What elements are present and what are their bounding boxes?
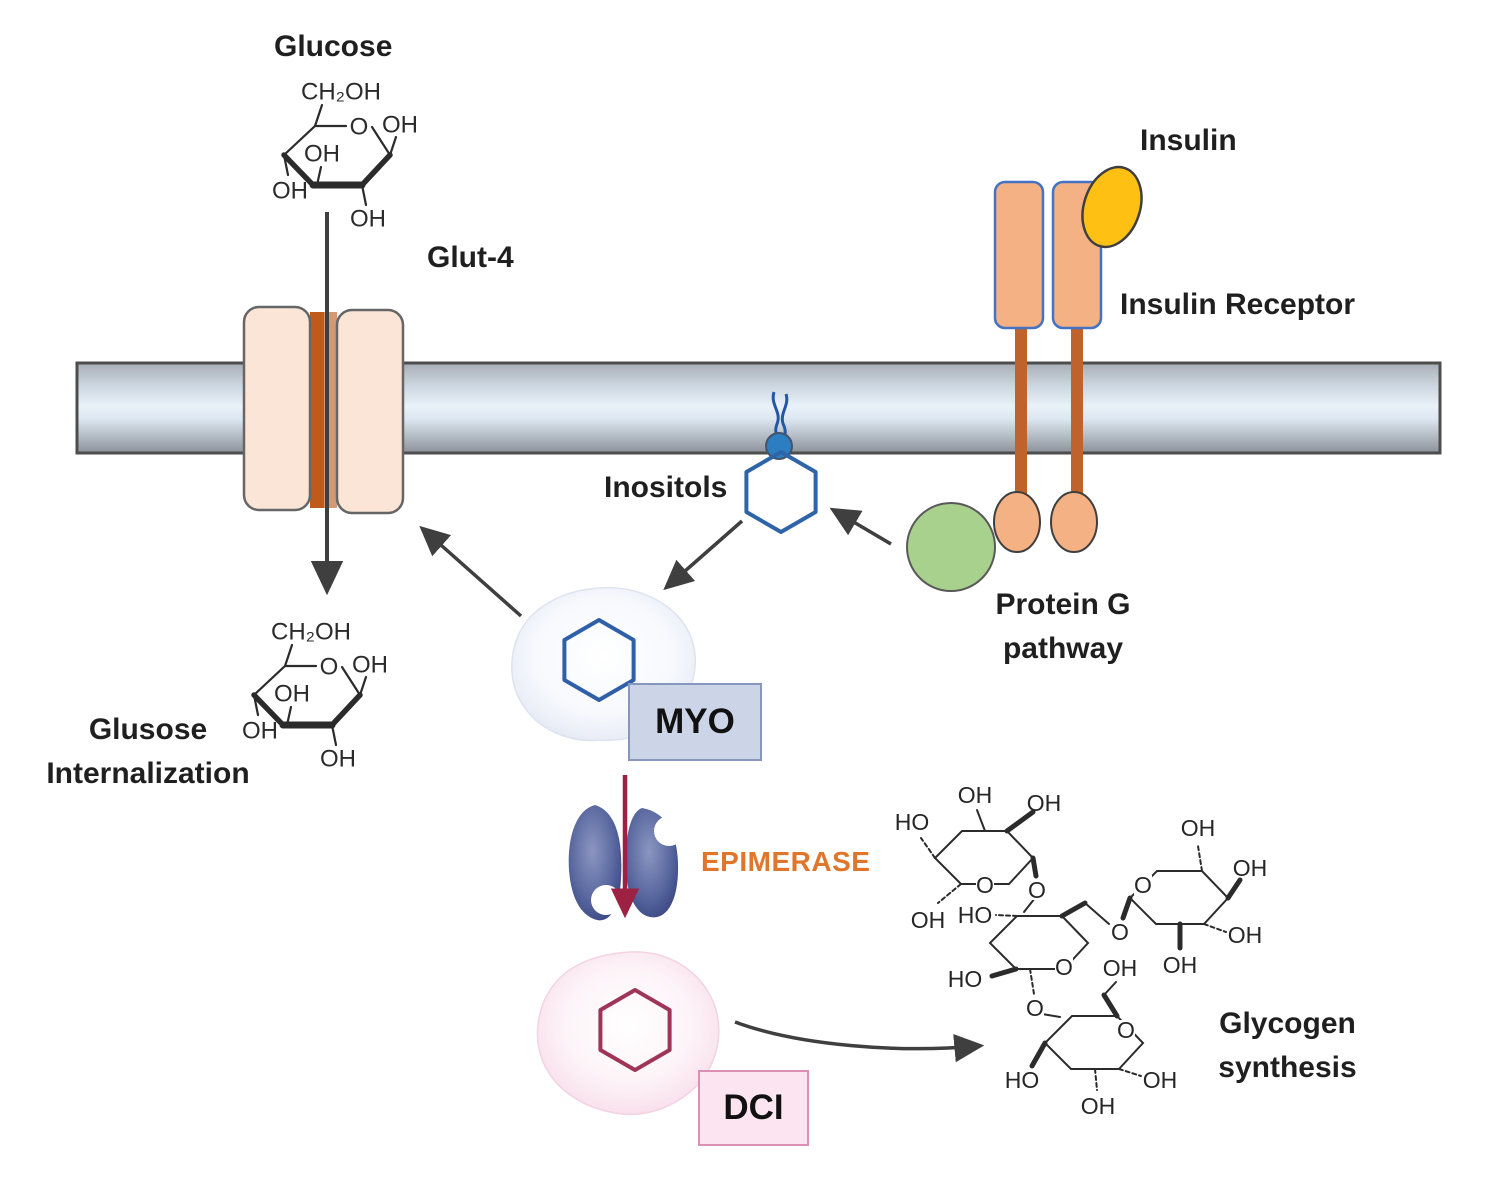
arrow-proteing-to-inositols: [829, 507, 892, 546]
dci-blob: [536, 951, 720, 1116]
receptor-stem-left: [1015, 325, 1027, 497]
chem-label: HO: [948, 966, 983, 992]
protein-g-label-line2: pathway: [1002, 632, 1124, 665]
chem-label: CH₂OH: [271, 619, 351, 646]
glucose-internalization-line1: Glusose: [88, 713, 208, 746]
glut4-channel-dark: [310, 312, 324, 508]
chem-label: O: [1055, 954, 1073, 980]
chem-label: OH: [1081, 1093, 1116, 1119]
chem-label: O: [1028, 877, 1046, 903]
chem-label: OH: [1143, 1067, 1178, 1093]
glucose-molecule-internalized: CH₂OH O OH OH OH OH: [242, 619, 388, 773]
inositols-label: Inositols: [604, 471, 728, 504]
chem-label: OH: [1027, 790, 1062, 816]
chem-label: HO: [895, 809, 930, 835]
glycogen-bonds: [920, 809, 1243, 1091]
chem-label: OH: [352, 652, 388, 679]
dci-chiro-inositol: [536, 951, 720, 1116]
inositol-glycan: [744, 391, 818, 534]
chem-label: O: [1117, 1017, 1135, 1043]
glucose-bonds: [251, 643, 368, 747]
chem-label: O: [976, 872, 994, 898]
chem-label: HO: [958, 902, 993, 928]
protein-g-circle: [906, 502, 996, 592]
insulin-ligand: [1081, 165, 1143, 249]
glycogen-atom-labels: OH HO OH O OH O OH OH O OH OH O HO HO O …: [895, 782, 1268, 1119]
chem-label: OH: [958, 782, 993, 808]
glycogen-synthesis-line2: synthesis: [1218, 1051, 1357, 1084]
chem-label: O: [320, 654, 339, 681]
epimerase-notch: [654, 816, 684, 846]
receptor-endo-right: [1050, 491, 1098, 553]
myo-hexagon: [562, 618, 636, 702]
glycogen-o-backers: [976, 874, 1152, 1040]
chem-label: OH: [242, 718, 278, 745]
glut4-right-subunit: [335, 308, 405, 515]
dci-tag: DCI: [698, 1070, 809, 1146]
glycogen-synthesis-label: Glycogen synthesis: [1200, 1002, 1375, 1090]
receptor-endo-left: [993, 491, 1041, 553]
arrow-inositols-to-myo: [663, 519, 744, 591]
chem-label: O: [350, 114, 369, 141]
chem-label: OH: [350, 206, 386, 233]
chem-label: OH: [1233, 855, 1268, 881]
epimerase-label: EPIMERASE: [701, 846, 871, 877]
chem-label: OH: [1163, 952, 1198, 978]
glucose-bonds: [281, 103, 398, 207]
chem-label: HO: [1005, 1067, 1040, 1093]
chem-label: OH: [320, 746, 356, 773]
insulin-receptor-label: Insulin Receptor: [1120, 288, 1356, 321]
chem-label: OH: [382, 112, 418, 139]
dci-tag-label: DCI: [723, 1088, 784, 1127]
inositol-hexagon: [744, 450, 818, 534]
chem-label: OH: [274, 681, 310, 708]
glycogen-synthesis-line1: Glycogen: [1219, 1007, 1356, 1040]
chem-label: O: [1111, 919, 1129, 945]
chem-label: OH: [1181, 815, 1216, 841]
myo-tag: MYO: [628, 683, 762, 761]
insulin-label: Insulin: [1140, 124, 1237, 157]
chem-label: OH: [304, 141, 340, 168]
myo-tag-label: MYO: [655, 702, 735, 741]
protein-g-label: Protein G pathway: [973, 583, 1153, 671]
pathway-arrows: [310, 212, 985, 1063]
glycogen-molecule: OH HO OH O OH O OH OH O OH OH O HO HO O …: [895, 782, 1268, 1119]
glut4-label: Glut-4: [427, 241, 514, 274]
chem-label: O: [1134, 872, 1152, 898]
glut4-left-subunit: [242, 305, 312, 512]
glut4-transporter: [242, 305, 405, 515]
chem-label: OH: [1103, 955, 1138, 981]
arrow-myo-to-glut4: [419, 525, 523, 618]
epimerase-notch: [591, 885, 621, 915]
chem-label: OH: [1228, 922, 1263, 948]
glucose-internalization-label: Glusose Internalization: [17, 708, 279, 796]
chem-label: OH: [272, 178, 308, 205]
insulin-receptor-shape: [993, 180, 1103, 553]
chem-label: CH₂OH: [301, 79, 381, 106]
glucose-internalization-line2: Internalization: [46, 757, 250, 790]
arrow-dci-to-glycogen: [734, 1020, 985, 1063]
receptor-ecto-left: [993, 180, 1045, 330]
dci-hexagon: [598, 988, 672, 1072]
receptor-stem-right: [1071, 325, 1083, 497]
protein-g-label-line1: Protein G: [995, 588, 1131, 621]
glucose-molecule: CH₂OH O OH OH OH OH: [272, 79, 418, 233]
chem-label: O: [1026, 995, 1044, 1021]
chem-label: OH: [911, 907, 946, 933]
glucose-label: Glucose: [274, 30, 393, 63]
